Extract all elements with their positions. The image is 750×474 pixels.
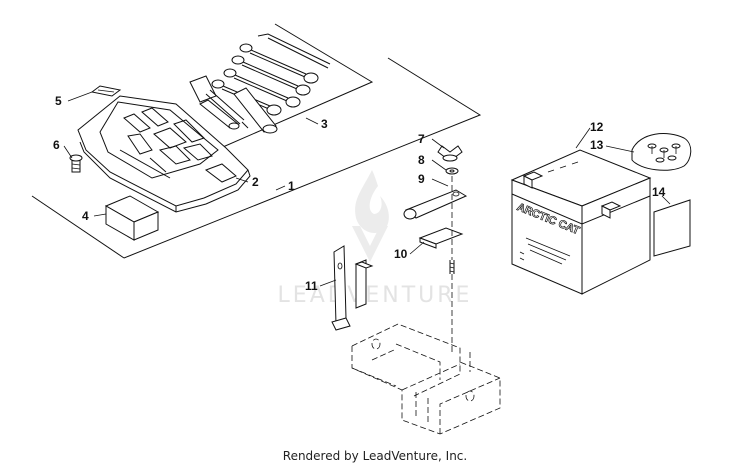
callout-5: 5 [55, 94, 62, 108]
callout-11: 11 [305, 279, 318, 293]
tool-set [189, 33, 331, 134]
callout-6: 6 [53, 138, 60, 152]
terminal-hardware-bag [631, 133, 692, 171]
leader-lines [63, 91, 671, 287]
tool-tray [77, 95, 251, 213]
callout-4: 4 [82, 209, 89, 223]
label-plate [90, 85, 122, 97]
foam-block [104, 195, 160, 241]
socket-icon [233, 87, 278, 134]
callout-12: 12 [590, 120, 604, 134]
wrench-icon [239, 43, 319, 84]
side-pad [354, 259, 374, 309]
callout-14: 14 [652, 185, 666, 199]
callout-2: 2 [252, 175, 259, 189]
callout-labels: 1 2 3 4 5 6 7 8 9 10 11 12 13 14 [53, 94, 666, 293]
screw-icon [69, 154, 83, 173]
watermark-flame-icon [352, 170, 389, 262]
washer-icon [445, 167, 459, 175]
extension-bar-icon [199, 99, 240, 130]
wing-nut-icon [437, 145, 463, 162]
footer-credit: Rendered by LeadVenture, Inc. [282, 449, 468, 463]
hold-down-bar [403, 189, 468, 220]
warning-label [653, 199, 691, 257]
callout-10: 10 [394, 247, 408, 261]
callout-3: 3 [321, 117, 328, 131]
j-bolt [449, 176, 455, 352]
watermark-text: LEADVENTURE [278, 283, 473, 308]
callout-9: 9 [418, 172, 425, 186]
battery-tray-outline [351, 323, 501, 435]
wrench-icon [231, 55, 311, 96]
watermark: LEADVENTURE [278, 170, 473, 308]
callout-7: 7 [418, 132, 425, 146]
battery: ARCTIC CAT [510, 149, 652, 295]
screwdriver-icon [189, 75, 249, 129]
battery-strap [331, 245, 351, 331]
wrench-icon [223, 68, 301, 108]
callout-8: 8 [418, 153, 425, 167]
callout-13: 13 [590, 138, 604, 152]
callout-1: 1 [288, 179, 295, 193]
rubber-pad [418, 227, 464, 249]
